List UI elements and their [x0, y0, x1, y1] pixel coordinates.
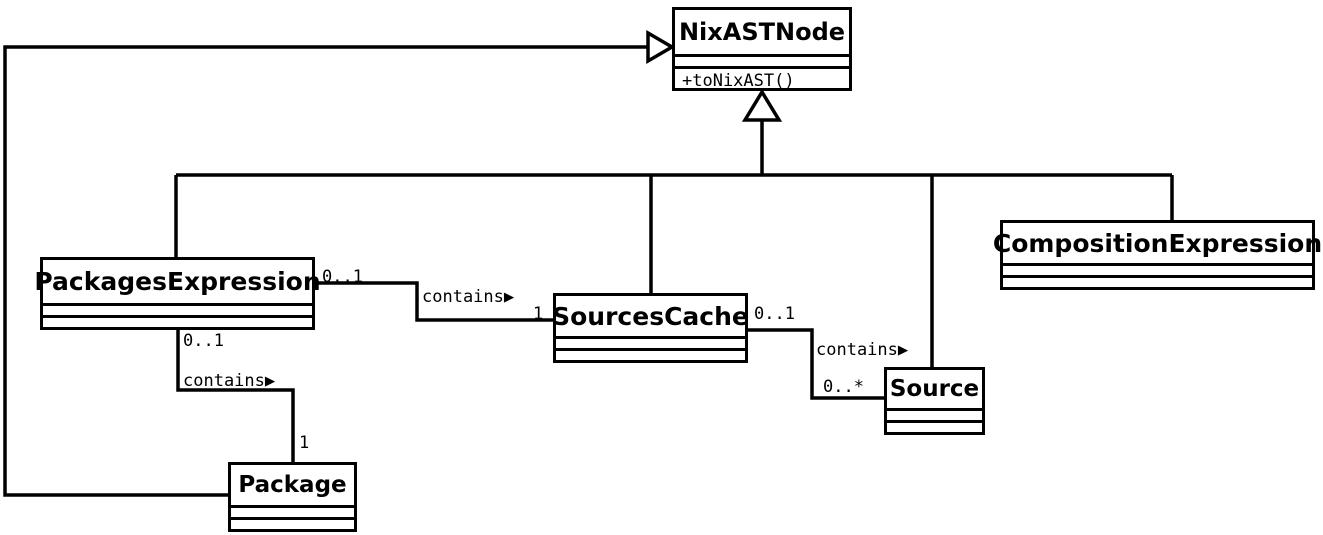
divider — [1003, 263, 1312, 266]
association-sourcescache-source — [747, 328, 884, 400]
multiplicity-sourcescache-source-source: 0..1 — [754, 304, 795, 324]
class-packagesexpression-methods — [43, 318, 312, 327]
class-compositionexpression-attributes — [1003, 266, 1312, 275]
class-nixastnode[interactable]: NixASTNode +toNixAST() — [672, 7, 852, 91]
multiplicity-packagesexpression-package-source: 0..1 — [183, 331, 224, 351]
class-compositionexpression-title: CompositionExpression — [992, 228, 1323, 258]
divider — [675, 66, 849, 69]
divider — [231, 505, 354, 508]
divider — [1003, 275, 1312, 278]
class-packagesexpression[interactable]: PackagesExpression — [34, 257, 321, 330]
divider — [43, 315, 312, 318]
class-package[interactable]: Package — [228, 462, 357, 532]
multiplicity-packagesexpression-sourcescache-target: 1 — [533, 304, 544, 324]
divider — [43, 303, 312, 306]
class-sourcescache-methods — [556, 351, 745, 360]
class-sourcescache-attributes — [556, 339, 745, 348]
class-compositionexpression-methods — [1003, 278, 1312, 287]
class-nixastnode-title: NixASTNode — [678, 18, 846, 46]
class-source-attributes — [887, 411, 982, 420]
class-compositionexpression[interactable]: CompositionExpression — [992, 220, 1323, 290]
class-source-methods — [887, 423, 982, 432]
divider — [887, 408, 982, 411]
class-source-title: Source — [889, 376, 980, 402]
multiplicity-packagesexpression-sourcescache-source: 0..1 — [322, 267, 363, 287]
class-package-title: Package — [238, 472, 347, 498]
multiplicity-packagesexpression-package-target: 1 — [299, 433, 310, 453]
class-source[interactable]: Source — [884, 367, 985, 435]
generalization-package-to-nixastnode — [3, 29, 676, 497]
class-nixastnode-attributes — [675, 57, 849, 66]
divider — [675, 54, 849, 57]
class-package-methods — [231, 520, 354, 529]
divider — [887, 420, 982, 423]
divider — [556, 348, 745, 351]
divider — [556, 336, 745, 339]
class-sourcescache-title: SourcesCache — [552, 301, 749, 331]
class-nixastnode-method: +toNixAST() — [682, 70, 795, 91]
multiplicity-sourcescache-source-target: 0..* — [823, 377, 864, 397]
association-label-packagesexpression-package: contains▶ — [183, 371, 276, 391]
association-packagesexpression-package — [176, 330, 295, 462]
class-package-attributes — [231, 508, 354, 517]
class-packagesexpression-attributes — [43, 306, 312, 315]
generalization-tree-to-nixastnode — [174, 88, 1174, 367]
association-packagesexpression-sourcescache — [315, 281, 553, 322]
class-sourcescache[interactable]: SourcesCache — [552, 293, 749, 363]
class-packagesexpression-title: PackagesExpression — [34, 267, 321, 296]
association-label-packagesexpression-sourcescache: contains▶ — [422, 287, 515, 307]
divider — [231, 517, 354, 520]
association-label-sourcescache-source: contains▶ — [816, 340, 909, 360]
